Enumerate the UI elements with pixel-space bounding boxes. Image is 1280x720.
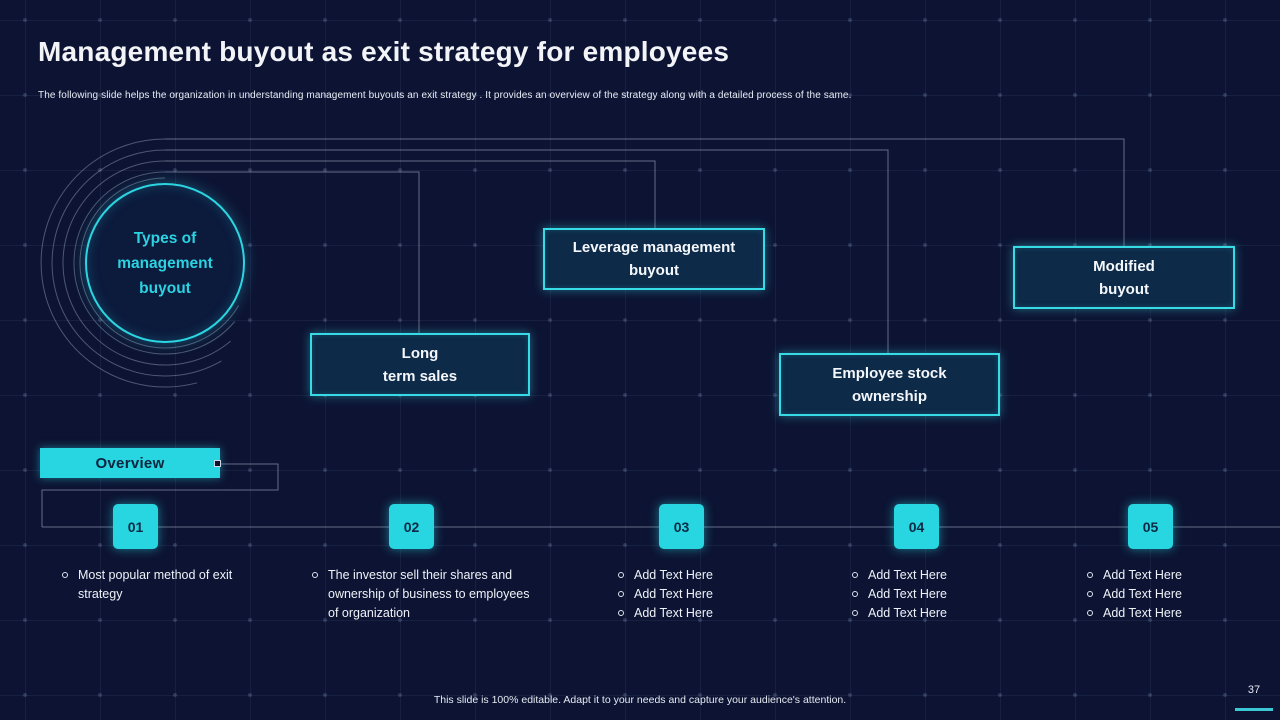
bullet-circle-icon [852,610,858,616]
step-badge-02[interactable]: 02 [389,504,434,549]
bullet-text: Add Text Here [1103,606,1182,620]
step-number: 01 [127,518,144,535]
step-badge-04[interactable]: 04 [894,504,939,549]
type-box-employee-stock-ownership[interactable]: Employee stock ownership [779,353,1000,416]
bullet-text: Most popular method of exit strategy [78,568,233,601]
step-04-bullets: Add Text Here Add Text Here Add Text Her… [852,566,1012,623]
bullet-text: Add Text Here [868,587,947,601]
bullet-circle-icon [618,572,624,578]
bullet-text: Add Text Here [634,587,713,601]
list-item: The investor sell their shares and owner… [312,566,544,623]
type-box-label: Leverage management buyout [572,239,736,279]
bullet-circle-icon [62,572,68,578]
hub-types-of-management-buyout[interactable]: Types of management buyout [85,183,245,343]
step-01-bullets: Most popular method of exit strategy [62,566,267,604]
step-03-bullets: Add Text Here Add Text Here Add Text Her… [618,566,778,623]
bullet-circle-icon [618,591,624,597]
list-item: Add Text Here [618,566,778,585]
slide-subtitle: The following slide helps the organizati… [38,90,852,101]
step-badge-03[interactable]: 03 [659,504,704,549]
type-box-long-term-sales[interactable]: Long term sales [310,333,530,396]
overview-label: Overview [95,454,165,472]
type-box-label: Long term sales [382,344,458,385]
type-box-leverage-management-buyout[interactable]: Leverage management buyout [543,228,765,290]
bullet-text: The investor sell their shares and owner… [328,568,530,620]
step-05-bullets: Add Text Here Add Text Here Add Text Her… [1087,566,1247,623]
step-number: 02 [403,518,420,535]
bullet-text: Add Text Here [1103,568,1182,582]
list-item: Most popular method of exit strategy [62,566,267,604]
footer-note: This slide is 100% editable. Adapt it to… [433,694,847,706]
bullet-text: Add Text Here [634,606,713,620]
bullet-text: Add Text Here [868,568,947,582]
overview-button[interactable]: Overview [40,448,220,478]
list-item: Add Text Here [852,604,1012,623]
list-item: Add Text Here [1087,604,1247,623]
bullet-circle-icon [852,572,858,578]
step-number: 04 [908,518,925,535]
bullet-circle-icon [312,572,318,578]
slide-title: Management buyout as exit strategy for e… [38,36,730,67]
bullet-circle-icon [1087,610,1093,616]
overview-connector-handle [214,460,221,467]
step-badge-01[interactable]: 01 [113,504,158,549]
list-item: Add Text Here [852,585,1012,604]
bullet-circle-icon [1087,572,1093,578]
step-badge-05[interactable]: 05 [1128,504,1173,549]
hub-label: Types of management buyout [117,229,213,297]
bullet-text: Add Text Here [868,606,947,620]
bullet-text: Add Text Here [1103,587,1182,601]
bullet-circle-icon [1087,591,1093,597]
type-box-modified-buyout[interactable]: Modified buyout [1013,246,1235,309]
page-number-underline [1235,708,1273,711]
list-item: Add Text Here [1087,585,1247,604]
bullet-circle-icon [618,610,624,616]
step-number: 03 [673,518,690,535]
list-item: Add Text Here [1087,566,1247,585]
bullet-text: Add Text Here [634,568,713,582]
step-02-bullets: The investor sell their shares and owner… [312,566,544,623]
bullet-circle-icon [852,591,858,597]
step-number: 05 [1142,518,1159,535]
list-item: Add Text Here [852,566,1012,585]
list-item: Add Text Here [618,585,778,604]
page-number: 37 [1247,684,1261,696]
type-box-label: Employee stock ownership [832,364,947,405]
type-box-label: Modified buyout [1093,257,1155,298]
list-item: Add Text Here [618,604,778,623]
